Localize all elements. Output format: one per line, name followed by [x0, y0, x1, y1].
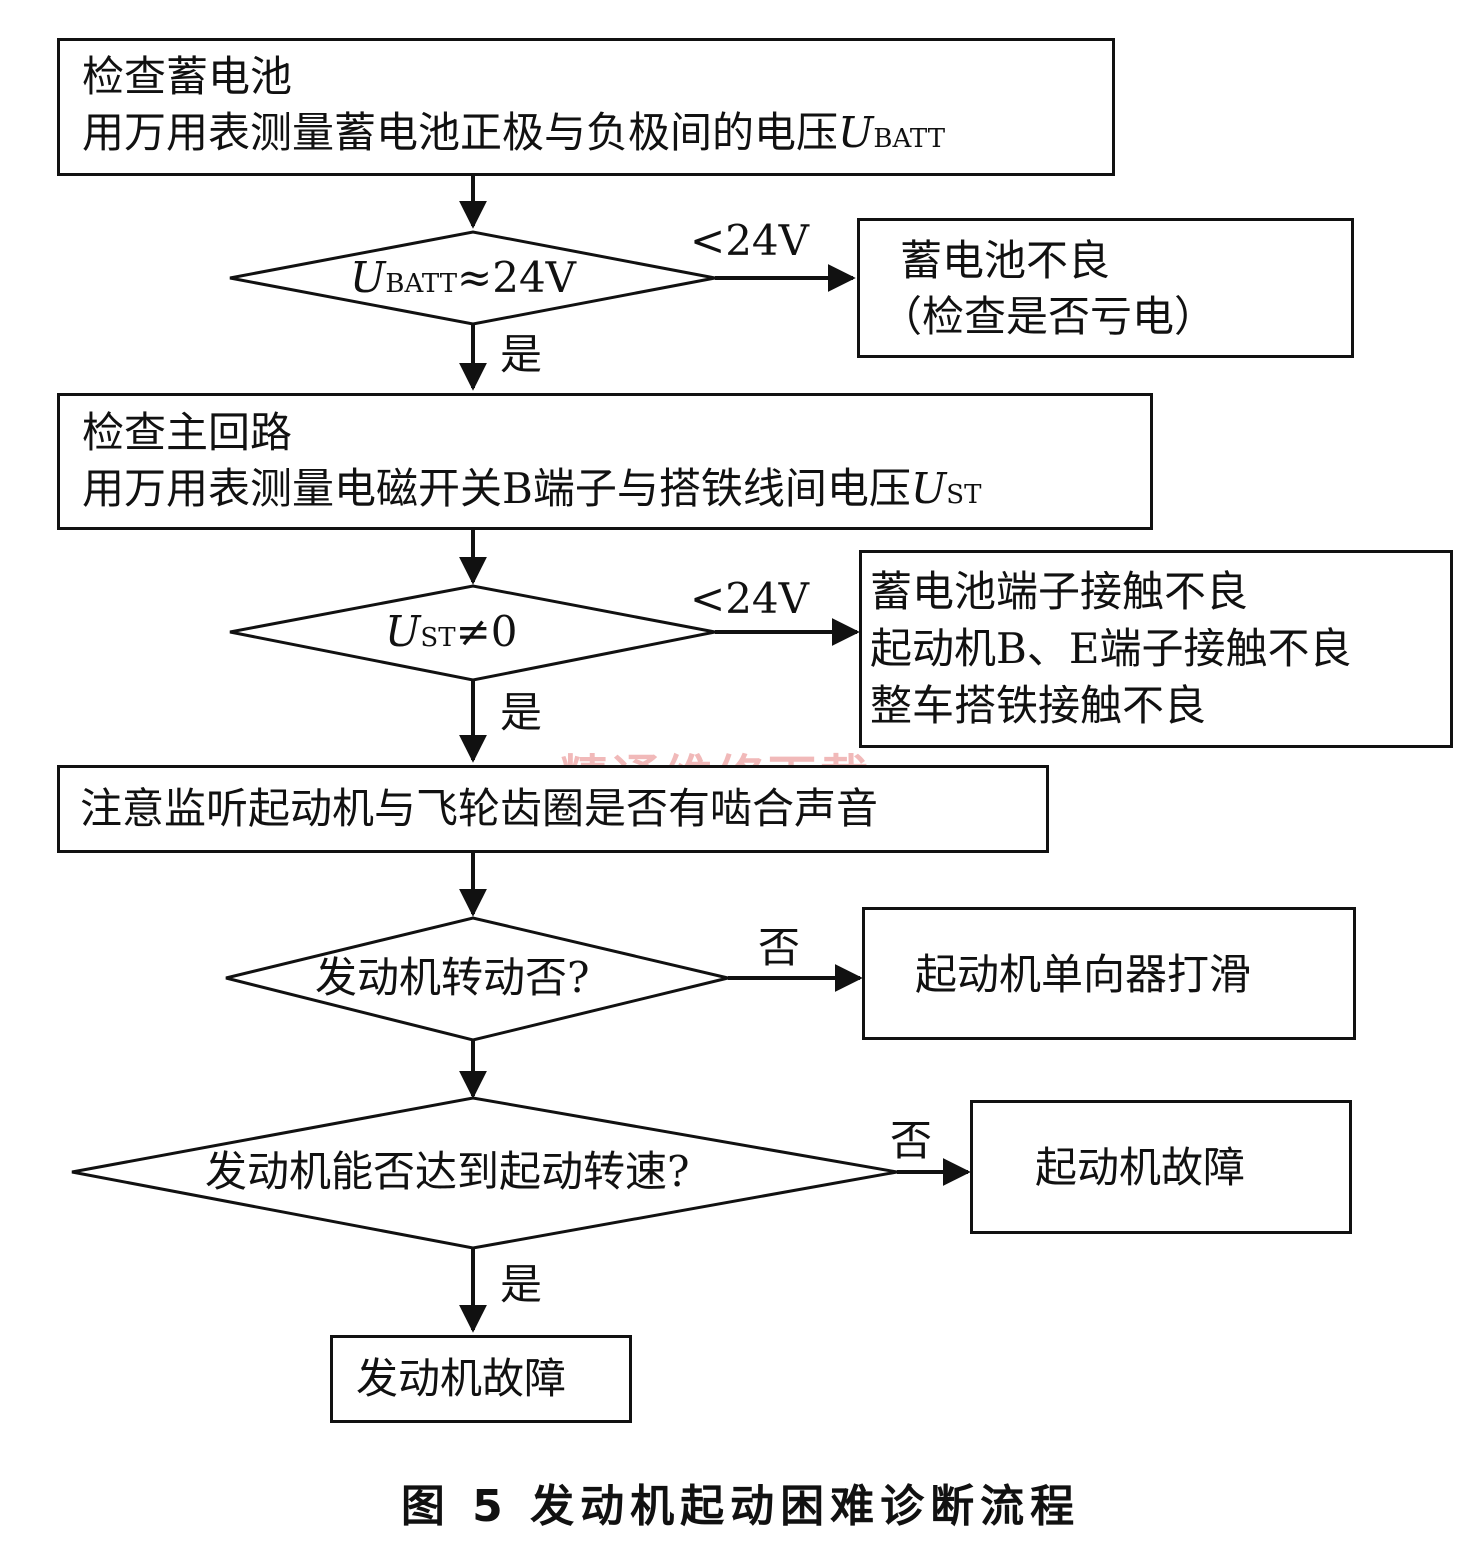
step-check-battery: [57, 38, 1115, 176]
result-battery-bad: [857, 218, 1354, 358]
result-one-way-clutch-slip-text: 起动机单向器打滑: [915, 950, 1252, 999]
decision-st-voltage-no-label: <24V: [690, 574, 809, 623]
result-one-way-clutch-slip: [862, 907, 1356, 1040]
step-listen-engagement: [57, 765, 1049, 853]
result-battery-bad-line2: （检查是否亏电）: [880, 292, 1217, 341]
result-engine-fault: [330, 1335, 632, 1423]
result-starter-fault-text: 起动机故障: [1035, 1143, 1246, 1192]
result-starter-fault: [970, 1100, 1352, 1234]
decision-diamond-3: [225, 916, 729, 1042]
decision-engine-turns: 发动机转动否?: [315, 953, 590, 1002]
result-contact-faults-line2: 起动机B、E端子接触不良: [870, 624, 1352, 673]
step-check-main-circuit-title: 检查主回路: [82, 408, 293, 457]
result-engine-fault-text: 发动机故障: [356, 1354, 567, 1403]
decision-st-voltage: UST≠0: [385, 607, 518, 656]
decision-diamond-4: [71, 1096, 898, 1250]
step-check-battery-desc: 用万用表测量蓄电池正极与负极间的电压UBATT: [82, 108, 946, 157]
result-contact-faults: [859, 550, 1453, 748]
result-contact-faults-line1: 蓄电池端子接触不良: [870, 567, 1249, 616]
decision-battery-voltage-no-label: <24V: [690, 216, 809, 265]
decision-st-voltage-yes-label: 是: [500, 688, 543, 737]
decision-cranking-speed-yes-label: 是: [500, 1260, 543, 1309]
figure-caption: 图 5 发动机起动困难诊断流程: [400, 1481, 1081, 1532]
decision-battery-voltage-yes-label: 是: [500, 330, 543, 379]
step-check-battery-title: 检查蓄电池: [82, 52, 293, 101]
result-contact-faults-line3: 整车搭铁接触不良: [870, 681, 1207, 730]
decision-cranking-speed: 发动机能否达到起动转速?: [205, 1147, 690, 1196]
step-check-main-circuit: [57, 393, 1153, 530]
step-listen-engagement-text: 注意监听起动机与飞轮齿圈是否有啮合声音: [80, 784, 879, 833]
decision-engine-turns-no-label: 否: [758, 923, 801, 972]
result-battery-bad-line1: 蓄电池不良: [900, 236, 1111, 285]
decision-diamond-2: [229, 584, 716, 682]
decision-battery-voltage: UBATT≈24V: [350, 253, 577, 302]
step-check-main-circuit-desc: 用万用表测量电磁开关B端子与搭铁线间电压UST: [82, 464, 982, 513]
decision-cranking-speed-no-label: 否: [890, 1116, 933, 1165]
decision-diamond-1: [229, 230, 716, 326]
